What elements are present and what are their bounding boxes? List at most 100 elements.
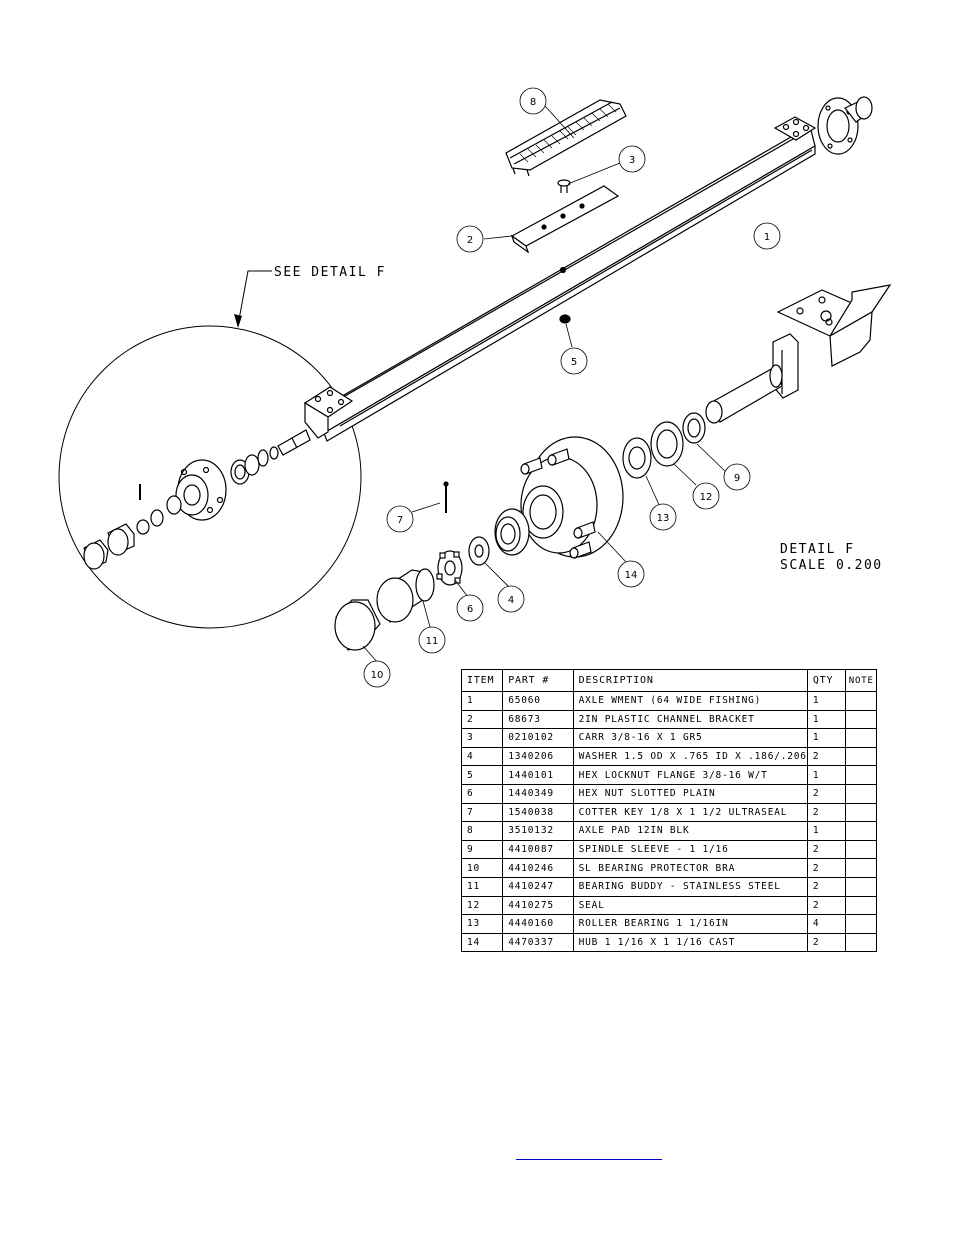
callout-balloon-12: 12 bbox=[692, 482, 720, 510]
detail-f-assembly bbox=[83, 446, 279, 570]
roller-bearing bbox=[622, 437, 652, 479]
cell-description: AXLE PAD 12IN BLK bbox=[572, 821, 808, 841]
cell-part-number: 65060 bbox=[502, 691, 574, 711]
svg-text:14: 14 bbox=[625, 570, 638, 581]
bearing-protector-bra bbox=[334, 599, 381, 651]
cell-note bbox=[844, 821, 878, 841]
right-spring-pad bbox=[773, 116, 817, 141]
header-item: ITEM bbox=[460, 669, 504, 692]
cell-qty: 1 bbox=[806, 821, 846, 841]
cell-note bbox=[844, 728, 878, 748]
right-hub bbox=[817, 96, 873, 155]
header-note: NOTE bbox=[844, 669, 878, 692]
svg-text:7: 7 bbox=[397, 515, 403, 526]
cell-description: SPINDLE SLEEVE - 1 1/16 bbox=[572, 839, 808, 860]
svg-text:9: 9 bbox=[734, 473, 740, 484]
callout-balloon-8: 8 bbox=[519, 87, 547, 115]
footer-link[interactable] bbox=[516, 1158, 662, 1160]
cell-part-number: 4410275 bbox=[502, 895, 574, 916]
cell-description: BEARING BUDDY - STAINLESS STEEL bbox=[572, 876, 808, 897]
cell-item: 11 bbox=[460, 876, 504, 897]
right-bracket-spindle bbox=[705, 284, 892, 424]
detail-f-circle bbox=[58, 325, 362, 629]
cotter-key bbox=[443, 481, 449, 513]
cell-part-number: 4470337 bbox=[502, 932, 574, 953]
cell-note bbox=[844, 876, 878, 897]
callout-balloon-3: 3 bbox=[618, 145, 646, 173]
cell-part-number: 0210102 bbox=[502, 728, 574, 748]
callout-balloon-10: 10 bbox=[363, 660, 391, 688]
cell-item: 3 bbox=[460, 728, 504, 748]
cell-description: CARR 3/8-16 X 1 GR5 bbox=[572, 728, 808, 748]
callout-balloon-1: 1 bbox=[753, 222, 781, 250]
header-qty: QTY bbox=[806, 669, 846, 692]
cell-part-number: 1440349 bbox=[502, 783, 574, 804]
slotted-nut bbox=[436, 550, 463, 586]
cell-note bbox=[844, 802, 878, 823]
cell-item: 1 bbox=[460, 691, 504, 711]
svg-text:3: 3 bbox=[629, 155, 635, 166]
cell-qty: 1 bbox=[806, 765, 846, 785]
callout-balloon-4: 4 bbox=[497, 585, 525, 613]
cell-description: HUB 1 1/16 X 1 1/16 CAST bbox=[572, 932, 808, 953]
callout-balloon-13: 13 bbox=[649, 503, 677, 531]
cell-note bbox=[844, 839, 878, 860]
cell-qty: 2 bbox=[806, 876, 846, 897]
svg-text:13: 13 bbox=[657, 513, 670, 524]
cell-description: HEX LOCKNUT FLANGE 3/8-16 W/T bbox=[572, 765, 808, 785]
cell-part-number: 4410247 bbox=[502, 876, 574, 897]
cell-note bbox=[844, 691, 878, 711]
cell-part-number: 4410087 bbox=[502, 839, 574, 860]
callout-balloon-2: 2 bbox=[456, 225, 484, 253]
cell-item: 12 bbox=[460, 895, 504, 916]
bearing-buddy bbox=[376, 568, 435, 623]
cell-note bbox=[844, 858, 878, 878]
cell-note bbox=[844, 895, 878, 916]
cell-part-number: 4410246 bbox=[502, 858, 574, 878]
axle-pad bbox=[505, 99, 627, 177]
cell-note bbox=[844, 709, 878, 730]
cell-description: ROLLER BEARING 1 1/16IN bbox=[572, 914, 808, 934]
cell-note bbox=[844, 783, 878, 804]
hex-locknut bbox=[559, 314, 571, 324]
cell-item: 6 bbox=[460, 783, 504, 804]
cell-qty: 4 bbox=[806, 914, 846, 934]
svg-text:5: 5 bbox=[571, 357, 577, 368]
cell-part-number: 1440101 bbox=[502, 765, 574, 785]
callout-leaders bbox=[362, 105, 728, 665]
detail-title: DETAIL F bbox=[780, 542, 855, 557]
cell-qty: 2 bbox=[806, 802, 846, 823]
cell-qty: 1 bbox=[806, 728, 846, 748]
table-header-row: ITEM PART # DESCRIPTION QTY NOTE bbox=[460, 669, 878, 692]
svg-text:8: 8 bbox=[530, 97, 536, 108]
cell-item: 7 bbox=[460, 802, 504, 823]
callout-balloon-6: 6 bbox=[456, 594, 484, 622]
cell-description: AXLE WMENT (64 WIDE FISHING) bbox=[572, 691, 808, 711]
cell-qty: 2 bbox=[806, 839, 846, 860]
svg-text:2: 2 bbox=[467, 235, 473, 246]
callout-balloon-11: 11 bbox=[418, 626, 446, 654]
cell-qty: 2 bbox=[806, 858, 846, 878]
header-description: DESCRIPTION bbox=[572, 669, 808, 692]
leader-arrowhead bbox=[234, 314, 242, 328]
cell-description: 2IN PLASTIC CHANNEL BRACKET bbox=[572, 709, 808, 730]
cell-part-number: 1340206 bbox=[502, 746, 574, 767]
cell-note bbox=[844, 765, 878, 785]
cell-note bbox=[844, 914, 878, 934]
svg-text:11: 11 bbox=[426, 636, 439, 647]
cell-qty: 2 bbox=[806, 932, 846, 953]
spindle-sleeve bbox=[682, 412, 706, 444]
channel-bracket bbox=[510, 185, 620, 254]
hub-bearing bbox=[494, 508, 530, 556]
